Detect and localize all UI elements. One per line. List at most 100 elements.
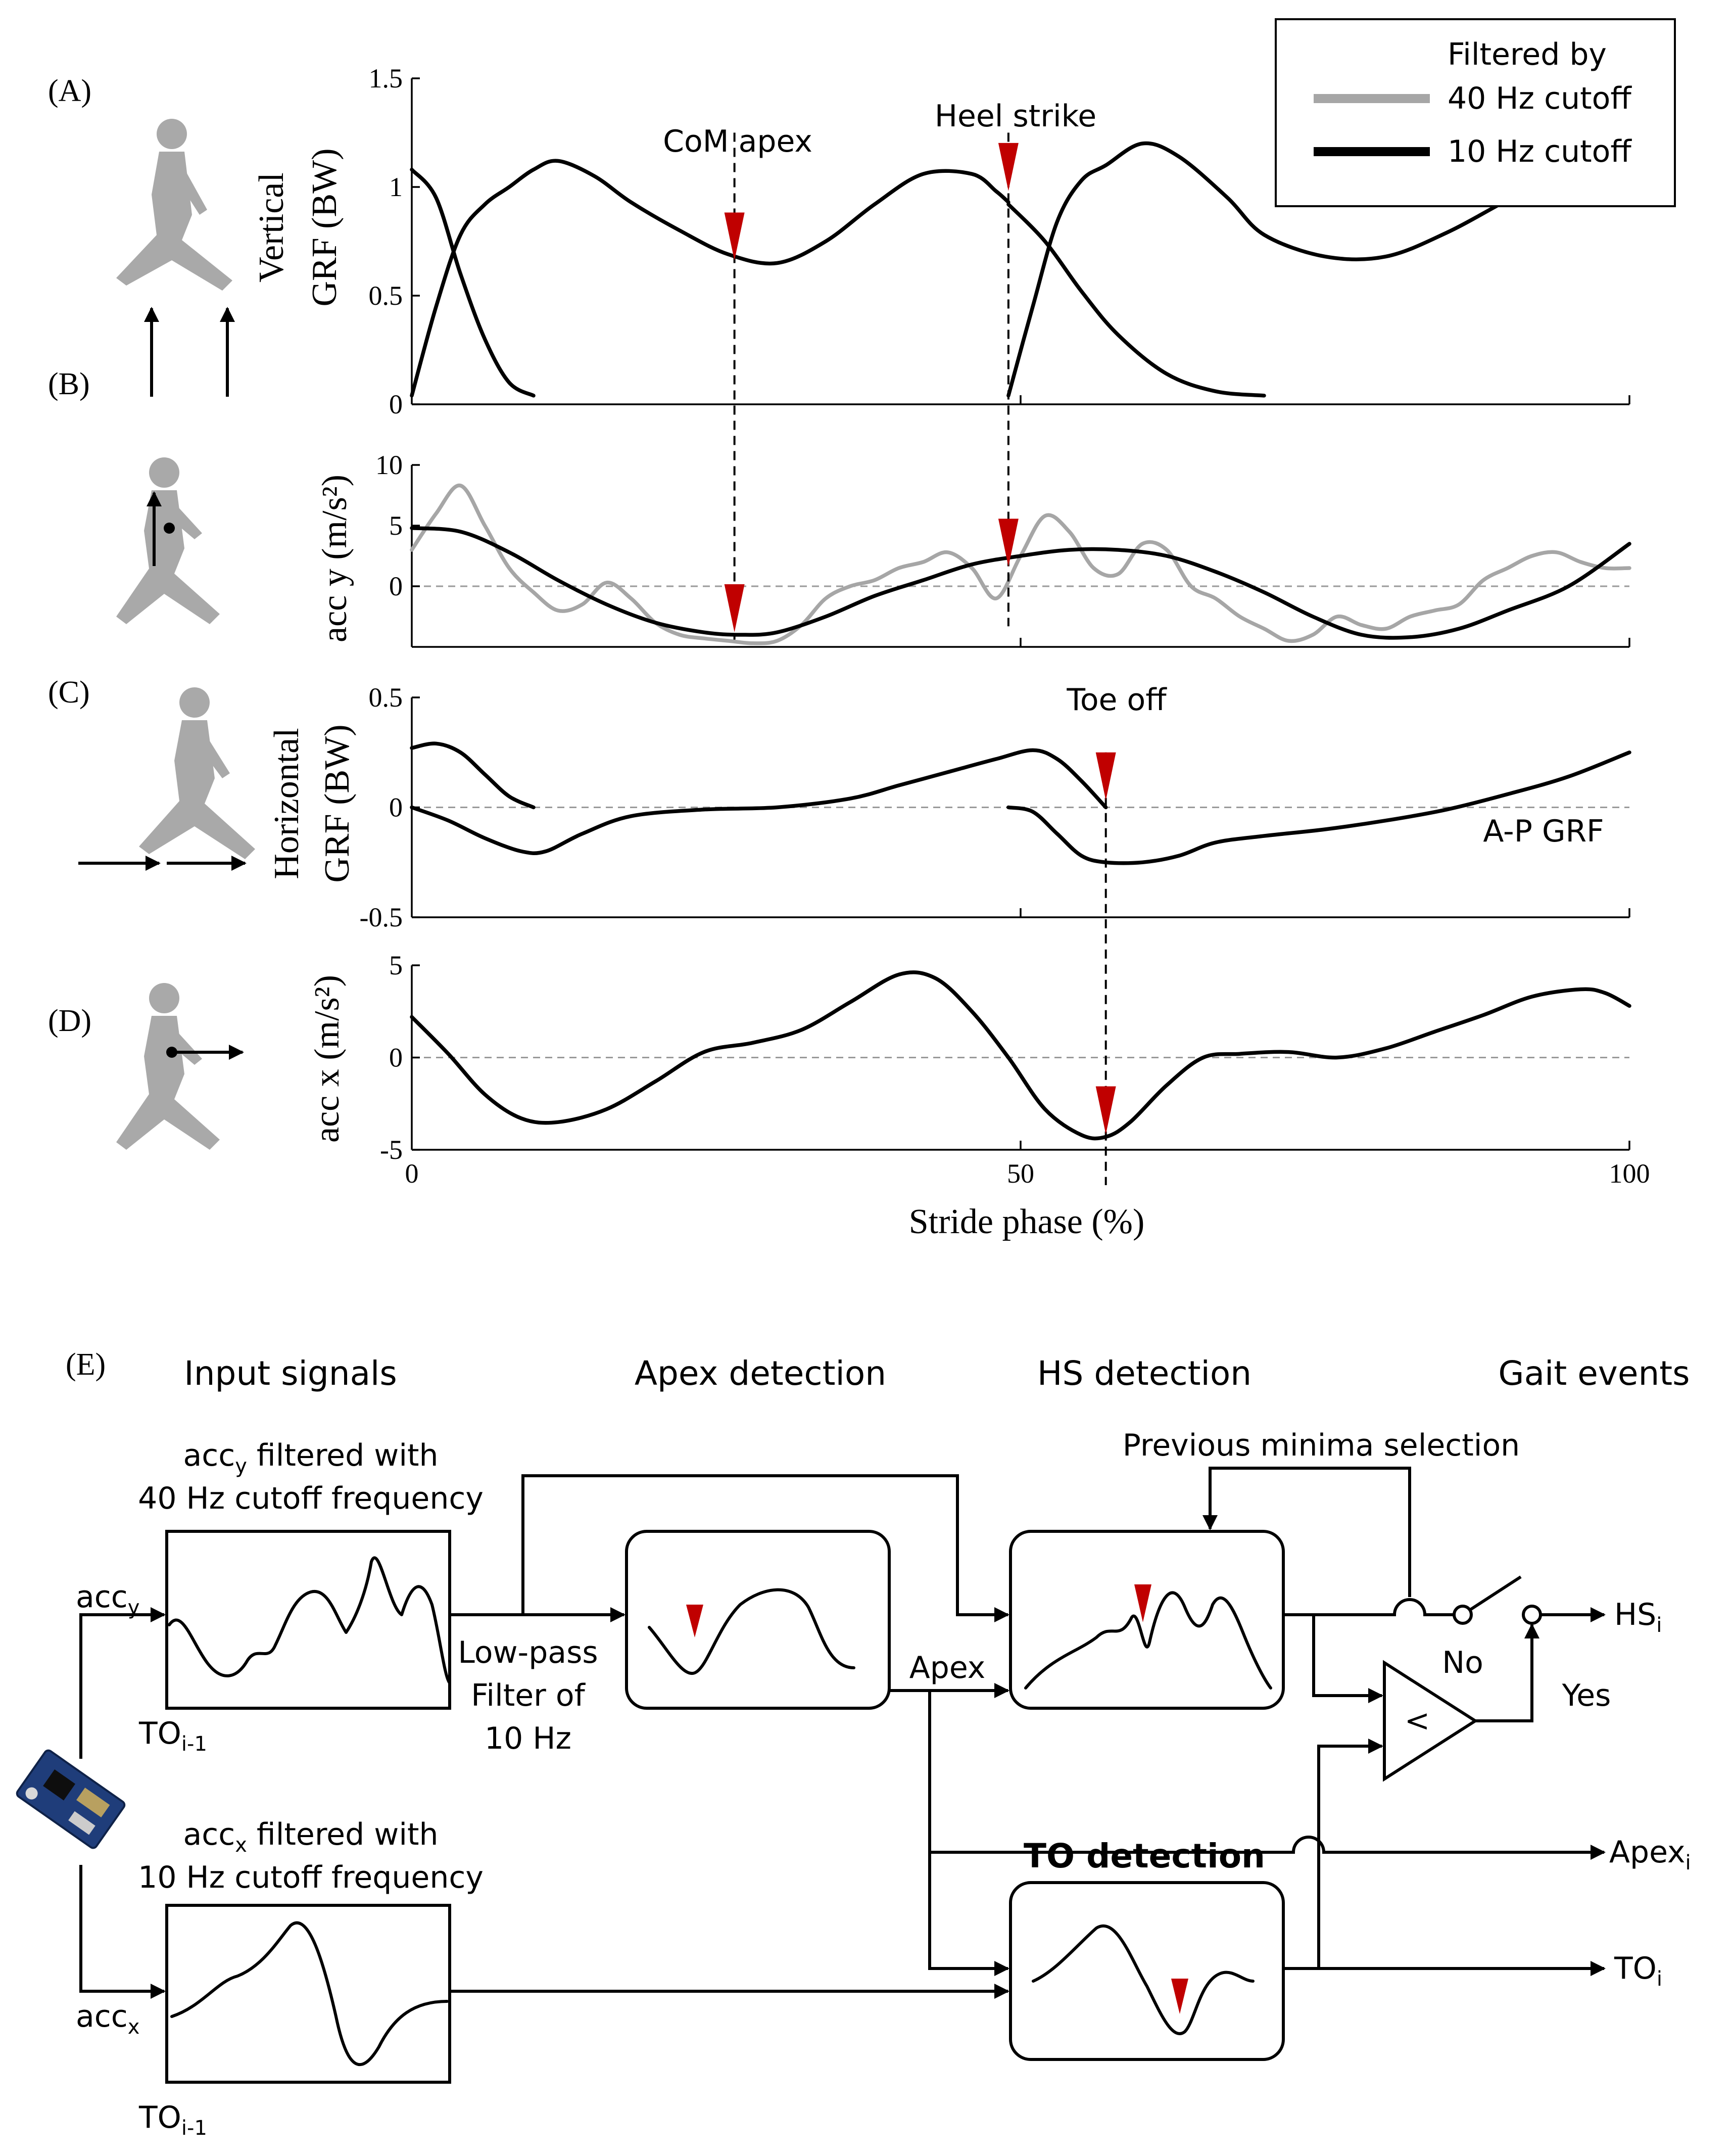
- chart-a-ytick-label: 1: [389, 172, 403, 202]
- lowpass-label-line2: Filter of: [471, 1678, 586, 1713]
- sensor-board-icon: [16, 1749, 126, 1849]
- switch-no-contact-icon: [1453, 1605, 1473, 1625]
- legend-label-40hz: 40 Hz cutoff: [1448, 81, 1632, 116]
- legend-box: [1275, 18, 1676, 207]
- chart-a-series-line: [410, 167, 536, 398]
- legend: Filtered by 40 Hz cutoff 10 Hz cutoff: [1275, 18, 1676, 207]
- switch-lever-icon: [1469, 1575, 1522, 1611]
- walker-figure-a-icon: [116, 119, 232, 291]
- chart-a-ylabel-line2: GRF (BW): [305, 148, 344, 306]
- apex-detection-box: [625, 1530, 891, 1710]
- switch-no-label: No: [1442, 1645, 1483, 1680]
- hs-to-comparator-wire: [1312, 1615, 1383, 1703]
- accy-caption-line1: accy filtered with: [183, 1438, 438, 1478]
- apex-output-wire: [930, 1836, 1606, 1860]
- toe-off-marker-icon: [1095, 752, 1116, 801]
- toe-off-annotation: Toe off: [1066, 682, 1167, 718]
- accy-raw-to-hs-wire: [521, 1474, 1009, 1622]
- com-apex-marker-icon: [724, 212, 745, 261]
- chart-a-series-line: [1006, 202, 1266, 398]
- comparator-icon: [1383, 1660, 1478, 1782]
- chart-c: -0.5 0 0.5: [360, 682, 1631, 932]
- switch-yes-label: Yes: [1562, 1678, 1611, 1713]
- hs-output-label: HSi: [1614, 1597, 1662, 1637]
- chart-c-series-line: [410, 748, 1108, 856]
- acc-x-toe-off-marker-icon: [1095, 1086, 1116, 1135]
- header-apex-detection: Apex detection: [635, 1354, 886, 1393]
- panel-label-b: (B): [48, 367, 90, 401]
- apex-marker-icon: [686, 1605, 703, 1637]
- accy-input-label: accy: [76, 1579, 139, 1619]
- switch-yes-contact-icon: [1522, 1605, 1542, 1625]
- previous-minima-wire: [1202, 1467, 1411, 1597]
- sensor-dot-b-icon: [164, 523, 175, 534]
- chart-a-ytick-label: 1.5: [369, 63, 403, 93]
- accx-input-waveform-icon: [170, 1921, 449, 2067]
- walker-icons: [78, 119, 255, 1150]
- accy-input-box: [165, 1530, 451, 1710]
- chart-a: 00.511.5: [369, 63, 1631, 419]
- header-hs-detection: HS detection: [1037, 1354, 1251, 1393]
- lowpass-label-line3: 10 Hz: [485, 1721, 571, 1756]
- to-output-label: TOi: [1614, 1951, 1662, 1991]
- heel-strike-marker-icon: [998, 143, 1019, 191]
- chart-d-xtick-label: 100: [1609, 1158, 1650, 1189]
- walker-figure-b-icon: [116, 457, 220, 624]
- heel-strike-annotation: Heel strike: [935, 99, 1096, 134]
- hs-output-wire: [1283, 1598, 1454, 1616]
- apex-output-label: Apexi: [1609, 1835, 1691, 1874]
- accx-input-box: [165, 1904, 451, 2084]
- hs-marker-icon: [1134, 1584, 1151, 1622]
- flowchart: Input signals Apex detection HS detectio…: [16, 1354, 1691, 2140]
- panel-label-c: (C): [48, 675, 90, 710]
- chart-d-xlabel: Stride phase (%): [909, 1202, 1145, 1241]
- chart-d-ytick-label: 0: [389, 1043, 403, 1073]
- chart-b-ytick-label: 0: [389, 571, 403, 601]
- chart-c-ytick-label: -0.5: [360, 902, 403, 932]
- walker-figure-d-icon: [116, 983, 220, 1150]
- hs-waveform-icon: [1024, 1591, 1272, 1690]
- to-waveform-icon: [1032, 1924, 1255, 2035]
- sensor-dot-d-icon: [166, 1047, 177, 1058]
- chart-a-ylabel-line1: Vertical: [252, 172, 291, 283]
- comparator-to-switch-wire: [1475, 1623, 1539, 1722]
- chart-b-series-line: [410, 526, 1631, 640]
- accx-caption-line1: accx filtered with: [183, 1817, 438, 1857]
- com-apex-annotation: CoM apex: [663, 124, 812, 159]
- apex-to-to-wire: [928, 1691, 1009, 1976]
- accy-input-waveform-icon: [168, 1556, 451, 1684]
- acc-y-heel-strike-marker-icon: [998, 519, 1019, 567]
- chart-c-ytick-label: 0.5: [369, 682, 403, 713]
- hs-detection-box: [1009, 1530, 1285, 1710]
- apex-waveform-icon: [648, 1588, 855, 1675]
- legend-label-10hz: 10 Hz cutoff: [1448, 134, 1632, 169]
- acc-y-apex-marker-icon: [724, 584, 745, 632]
- chart-d-ytick-label: 5: [389, 950, 403, 980]
- chart-d-xtick-label: 50: [1007, 1158, 1034, 1189]
- comparator-symbol: <: [1405, 1703, 1430, 1739]
- chart-a-ytick-label: 0.5: [369, 280, 403, 311]
- lowpass-label-line1: Low-pass: [458, 1635, 598, 1670]
- accy-input-wire: [79, 1607, 166, 1759]
- accx-input-label: accx: [76, 1999, 139, 2039]
- chart-c-ylabel-line2: GRF (BW): [318, 724, 357, 882]
- chart-c-series-line: [410, 741, 536, 810]
- header-gait-events: Gait events: [1498, 1354, 1690, 1393]
- panel-label-e: (E): [66, 1347, 106, 1382]
- chart-d-series-line: [410, 970, 1631, 1141]
- accx-caption-line2: 10 Hz cutoff frequency: [138, 1860, 484, 1895]
- chart-a-series-line: [410, 159, 1010, 398]
- accy-caption-line2: 40 Hz cutoff frequency: [138, 1481, 484, 1516]
- chart-d-ylabel: acc x (m/s²): [308, 975, 347, 1143]
- chart-b-series-line: [410, 484, 1631, 645]
- to-marker-icon: [1171, 1979, 1188, 2014]
- to-prev-label-bottom: TOi-1: [138, 2100, 207, 2140]
- ap-grf-annotation: A-P GRF: [1483, 814, 1604, 849]
- chart-d-xtick-label: 0: [405, 1158, 419, 1189]
- chart-c-ytick-label: 0: [389, 792, 403, 823]
- chart-b-ytick-label: 5: [389, 510, 403, 541]
- to-to-comparator-wire: [1317, 1739, 1383, 1968]
